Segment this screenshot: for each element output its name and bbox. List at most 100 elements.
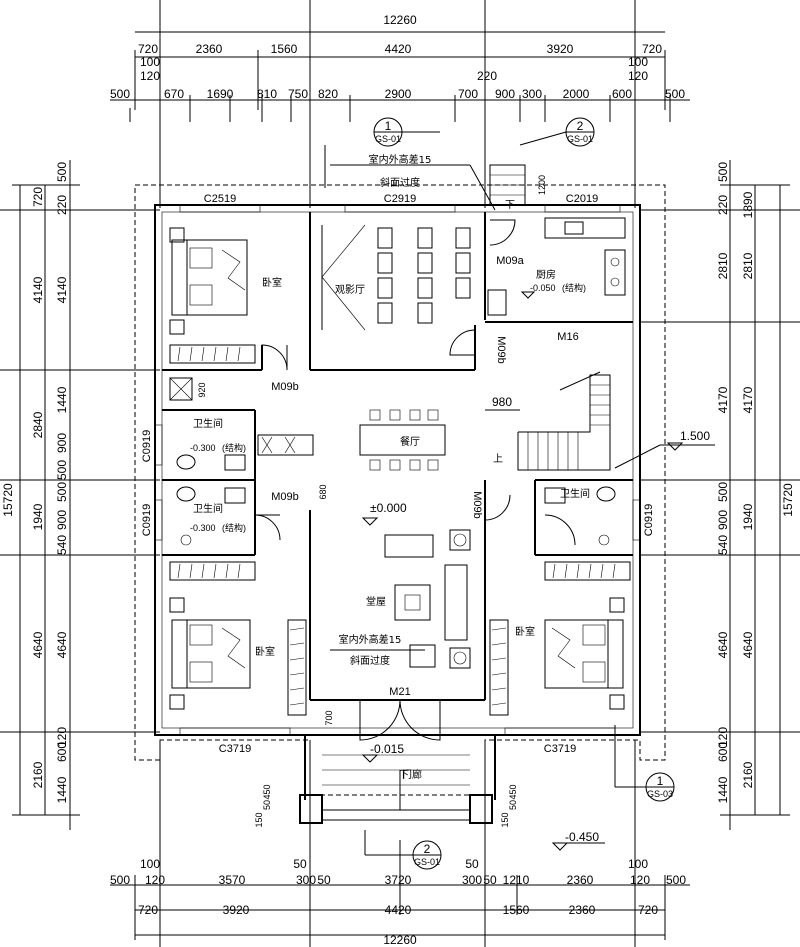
room-bath-left-2: 卫生间 <box>193 502 223 515</box>
note-porch-down: 下 <box>399 770 409 781</box>
left-dim: 500 <box>55 482 69 502</box>
top-dim-small: 100 <box>140 55 160 69</box>
bottom-dim: 720 <box>638 903 658 917</box>
bottom-dim-small: 50 <box>465 857 479 871</box>
top-dim: 4420 <box>385 42 412 56</box>
door-swings: M09b M09b M09a M09b M09b M16 M21 <box>254 219 579 741</box>
bottom-dim: 300 <box>296 873 316 887</box>
dim-920: 920 <box>197 382 207 397</box>
room-bedroom-bottom-left: 卧室 <box>255 645 275 658</box>
level-door: -0.015 <box>370 742 404 756</box>
room-kitchen: 厨房 <box>536 268 556 281</box>
top-dim: 2900 <box>385 87 412 101</box>
section-marks: 1 GS-01 2 GS-01 1 GS-03 2 GS-01 <box>364 117 675 870</box>
bottom-dim: 50 <box>317 873 331 887</box>
room-bedroom-top-left: 卧室 <box>262 276 282 289</box>
window-c0919-left-1: C0919 <box>141 430 153 462</box>
bottom-overall-dim: 12260 <box>383 933 417 947</box>
top-dim: 2360 <box>196 42 223 56</box>
section-top-1-num: 1 <box>385 119 392 133</box>
section-bottom-ref: GS-01 <box>414 857 440 867</box>
left-dim: 600 <box>55 742 69 762</box>
windows: C2519 C2919 C2019 C3719 C3719 C0919 C091… <box>141 193 655 755</box>
level-kitchen-note: (结构) <box>562 282 586 293</box>
dim-700: 700 <box>324 710 334 725</box>
dim-150-left: 150 <box>254 812 264 827</box>
left-dim: 220 <box>55 195 69 215</box>
bottom-dim: 120 <box>630 873 650 887</box>
top-dim: 500 <box>110 87 130 101</box>
dim-50-left: 50 <box>262 800 272 810</box>
note-mid-2: 斜面过度 <box>350 654 390 667</box>
left-dim: 540 <box>55 535 69 555</box>
level-marks: -0.050 (结构) -0.300 (结构) -0.300 (结构) ±0.0… <box>190 282 710 851</box>
bottom-dimension-chains: 500 120 3570 300 50 3720 300 50 1210 236… <box>110 740 690 947</box>
window-c2519: C2519 <box>204 193 236 205</box>
left-dim: 2160 <box>31 761 45 788</box>
top-dim: 700 <box>458 87 478 101</box>
top-dim: 300 <box>522 87 542 101</box>
left-dim: 4140 <box>31 276 45 303</box>
left-dim: 900 <box>55 510 69 530</box>
room-bath-right: 卫生间 <box>560 487 590 500</box>
right-dim: 4640 <box>741 631 755 658</box>
bottom-dim: 300 <box>462 873 482 887</box>
right-dim: 2810 <box>741 252 755 279</box>
left-dim: 1440 <box>55 776 69 803</box>
top-dim: 500 <box>665 87 685 101</box>
top-dim: 1690 <box>207 87 234 101</box>
room-hall: 堂屋 <box>366 596 386 608</box>
room-bath-left-1: 卫生间 <box>193 417 223 430</box>
dim-980: 980 <box>492 395 512 409</box>
left-dim: 120 <box>55 727 69 747</box>
door-m09b-right: M09b <box>495 336 507 364</box>
right-dim: 500 <box>716 482 730 502</box>
bottom-dim: 3920 <box>223 903 250 917</box>
dim-450-left: 450 <box>262 784 272 799</box>
level-bath-1-note: (结构) <box>222 442 246 453</box>
door-m09b-low: M09b <box>471 491 483 519</box>
level-stair-landing: 1.500 <box>680 429 710 443</box>
room-theater: 观影厅 <box>335 284 365 296</box>
window-c2019: C2019 <box>566 193 598 205</box>
right-dim: 2810 <box>716 252 730 279</box>
top-dim: 750 <box>288 87 308 101</box>
misc-dimensions: 920 980 680 700 1200 150 50 450 150 50 4… <box>197 175 547 828</box>
bottom-dim: 4420 <box>385 903 412 917</box>
right-dimension-chains: 500 220 2810 4170 500 900 540 4640 120 6… <box>640 160 800 830</box>
top-dim: 1560 <box>271 42 298 56</box>
right-overall-dim: 15720 <box>781 483 795 517</box>
bottom-dim: 120 <box>145 873 165 887</box>
bottom-dim: 1210 <box>503 873 530 887</box>
left-dimension-chains: 15720 720 4140 2840 1940 4640 2160 500 2… <box>0 160 160 830</box>
top-dim: 670 <box>164 87 184 101</box>
note-top-1: 室内外高差15 <box>369 153 432 166</box>
top-dim: 820 <box>318 87 338 101</box>
top-dim-small: 220 <box>477 69 497 83</box>
annotation-notes: 室内外高差15 斜面过度 室内外高差15 斜面过度 上 下 下 <box>324 145 515 781</box>
top-dim: 3920 <box>547 42 574 56</box>
bottom-dim: 500 <box>110 873 130 887</box>
section-right-ref: GS-03 <box>647 789 673 799</box>
left-dim: 1440 <box>55 386 69 413</box>
main-stair <box>517 371 715 471</box>
right-dim: 220 <box>716 195 730 215</box>
level-bath-1: -0.300 <box>190 443 216 453</box>
left-dim: 4640 <box>55 631 69 658</box>
bottom-dim: 500 <box>666 873 686 887</box>
room-porch: 门廊 <box>402 768 422 781</box>
door-m16: M16 <box>557 331 578 343</box>
left-dim: 720 <box>31 187 45 207</box>
door-m09a: M09a <box>496 255 524 267</box>
top-dim-small: 120 <box>628 69 648 83</box>
right-dim: 1940 <box>741 503 755 530</box>
bottom-dim: 3720 <box>385 873 412 887</box>
right-dim: 4170 <box>741 386 755 413</box>
right-dim: 900 <box>716 510 730 530</box>
level-kitchen: -0.050 <box>530 283 556 293</box>
door-m09b-mid: M09b <box>271 491 299 503</box>
left-dim: 500 <box>55 460 69 480</box>
right-dim: 500 <box>716 162 730 182</box>
right-dim: 1440 <box>716 776 730 803</box>
